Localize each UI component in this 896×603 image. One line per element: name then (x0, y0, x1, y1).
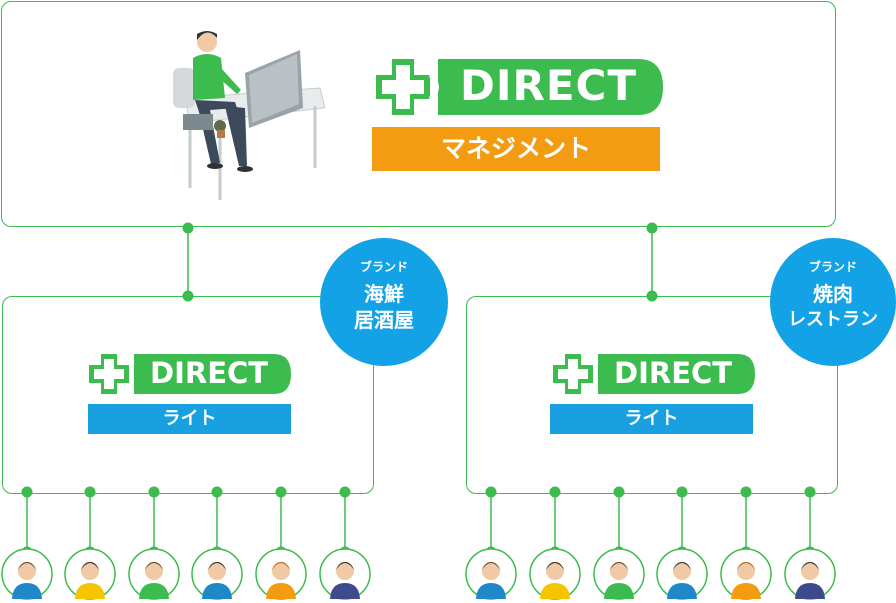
brand-label: ブランド (359, 260, 408, 274)
store-2-subtitle: ライト (624, 408, 679, 429)
store-1-subtitle: ライト (162, 408, 217, 429)
logo-text: DIRECT (150, 356, 269, 390)
store-2-subtitle-bar: ライト (550, 404, 753, 434)
store-1-subtitle-bar: ライト (88, 404, 291, 434)
logo-text: DIRECT (460, 61, 637, 110)
direct-logo-store-1: DIRECT (84, 351, 294, 397)
direct-logo-store-2: DIRECT (548, 351, 758, 397)
brand-badge-1: ブランド 海鮮 居酒屋 (320, 238, 448, 366)
direct-logo-management: DIRECT (368, 55, 668, 119)
brand-badge-2: ブランド 焼肉 レストラン (770, 238, 896, 366)
brand-name-line1: 焼肉 (813, 282, 853, 306)
plus-logo-icon (553, 354, 755, 394)
logo-text: DIRECT (614, 356, 733, 390)
management-box (1, 1, 836, 227)
plus-logo-icon (376, 59, 663, 115)
brand-name-line2: レストラン (788, 309, 878, 330)
brand-name-line1: 海鮮 (364, 282, 404, 306)
management-subtitle-bar: マネジメント (372, 127, 660, 171)
brand-name-line2: 居酒屋 (354, 308, 414, 332)
person-at-desk-illustration (173, 31, 326, 200)
plus-logo-icon (89, 354, 291, 394)
store-box-1 (2, 296, 374, 494)
brand-label: ブランド (808, 260, 857, 274)
management-subtitle: マネジメント (440, 134, 591, 163)
